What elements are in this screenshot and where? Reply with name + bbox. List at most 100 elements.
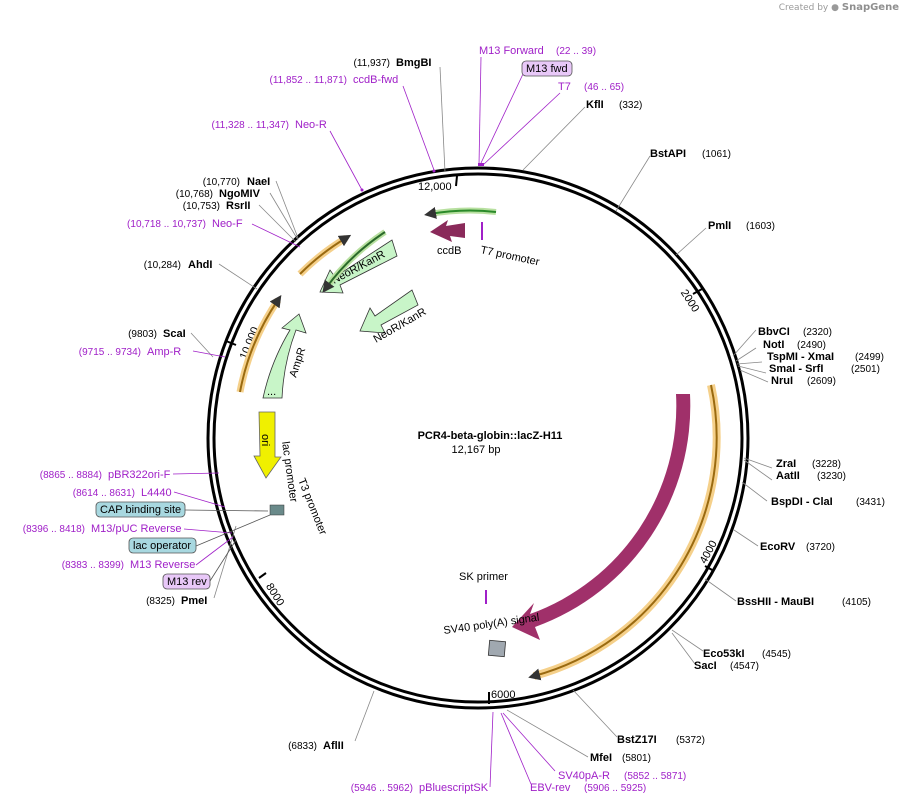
site-name-ahdi: AhdI: [188, 259, 212, 271]
primer-pos-amp-r: (9715 .. 9734): [79, 347, 141, 358]
site-pos-ahdi: (10,284): [144, 260, 181, 271]
site-name-kfli: KflI: [586, 99, 604, 111]
site-pos-smai: (2501): [851, 364, 880, 375]
site-pos-naei: (10,770): [203, 177, 240, 188]
ruler-tick-6000: 6000: [491, 689, 515, 701]
primer-name-neo-r: Neo-R: [295, 119, 327, 131]
m13-fwd-box[interactable]: [521, 60, 573, 77]
ampr-ellipsis: ...: [267, 386, 276, 398]
site-name-aatii: AatII: [776, 470, 800, 482]
lac-features-cluster: [269, 504, 285, 516]
sk-primer-label: SK primer: [459, 571, 508, 583]
site-pos-tspmi: (2499): [855, 352, 884, 363]
ccdb-feature[interactable]: [430, 220, 465, 242]
lacz-orange-arc: [532, 384, 721, 680]
site-name-rsrii: RsrII: [226, 200, 250, 212]
plasmid-name: PCR4-beta-globin::lacZ-H11: [418, 430, 563, 442]
primer-pos-neo-f: (10,718 .. 10,737): [127, 219, 206, 230]
site-pos-mfei: (5801): [622, 753, 651, 764]
primer-pos-sv40pa-r: (5852 .. 5871): [624, 771, 686, 782]
site-labels: (11,937) BmgBI KflI (332) BstAPI (1061) …: [128, 57, 885, 764]
t7-promoter-label: T7 promoter: [479, 244, 540, 268]
m13-rev-box[interactable]: [162, 573, 211, 590]
site-pos-bmgbi: (11,937): [353, 58, 390, 69]
site-pos-zrai: (3228): [812, 459, 841, 470]
site-pos-bstz17i: (5372): [676, 735, 705, 746]
snapgene-watermark: Created by ● SnapGene: [779, 2, 899, 13]
site-pos-eco53ki: (4545): [762, 649, 791, 660]
plasmid-length: 12,167 bp: [452, 444, 501, 456]
neor-kanr-feature-2[interactable]: [359, 289, 419, 334]
lac-operator-label: lac operator: [133, 540, 191, 552]
site-name-aflii: AflII: [323, 740, 344, 752]
site-pos-ngomiv: (10,768): [176, 189, 213, 200]
ampr-feature[interactable]: [262, 313, 307, 399]
primer-pos-neo-r: (11,328 .. 11,347): [212, 120, 289, 131]
primer-pos-m13-forward: (22 .. 39): [556, 46, 596, 57]
primer-pos-ebv-rev: (5906 .. 5925): [584, 783, 646, 794]
site-pos-aflii: (6833): [288, 741, 317, 752]
primer-name-ccdb-fwd: ccdB-fwd: [353, 74, 398, 86]
site-name-bstz17i: BstZ17I: [617, 734, 657, 746]
lacz-label: lacZ: [647, 537, 667, 561]
primer-name-amp-r: Amp-R: [147, 346, 181, 358]
site-name-ngomiv: NgoMIV: [219, 188, 261, 200]
site-pos-ecorv: (3720): [806, 542, 835, 553]
site-name-ecorv: EcoRV: [760, 541, 796, 553]
site-leaders: [190, 66, 773, 758]
site-pos-kfli: (332): [619, 100, 642, 111]
site-pos-scai: (9803): [128, 329, 157, 340]
site-pos-bbvci: (2320): [803, 327, 832, 338]
snapgene-logo-icon: ●: [831, 3, 839, 13]
site-name-eco53ki: Eco53kI: [703, 648, 745, 660]
watermark-prefix: Created by: [778, 3, 829, 13]
primer-pos-l4440: (8614 .. 8631): [73, 488, 135, 499]
primer-name-pbr322ori-f: pBR322ori-F: [108, 469, 171, 481]
site-name-noti: NotI: [763, 339, 784, 351]
primer-name-pbluescriptsk: pBluescriptSK: [419, 782, 489, 794]
lac-operator-box[interactable]: [128, 537, 197, 554]
site-pos-bstapi: (1061): [702, 149, 731, 160]
watermark-brand: SnapGene: [841, 2, 899, 13]
site-name-nrui: NruI: [771, 375, 793, 387]
site-pos-saci: (4547): [730, 661, 759, 672]
primer-name-t7: T7: [558, 81, 571, 93]
backbone-outer: [206, 166, 750, 710]
site-pos-bspdi: (3431): [856, 497, 885, 508]
site-pos-noti: (2490): [797, 340, 826, 351]
ccdb-label: ccdB: [437, 245, 461, 257]
primer-name-m13-reverse: M13 Reverse: [130, 559, 195, 571]
site-pos-rsrii: (10,753): [183, 201, 220, 212]
site-pos-aatii: (3230): [817, 471, 846, 482]
site-name-zrai: ZraI: [776, 458, 796, 470]
primer-leaders: [172, 56, 561, 788]
site-name-smai: SmaI - SrfI: [769, 363, 823, 375]
site-name-tspmi: TspMI - XmaI: [767, 351, 834, 363]
sv40-feature[interactable]: [487, 639, 507, 658]
primer-name-l4440: L4440: [141, 487, 172, 499]
site-name-pmei: PmeI: [181, 595, 207, 607]
site-name-bbvci: BbvCI: [758, 326, 790, 338]
site-name-naei: NaeI: [247, 176, 270, 188]
backbone-inner: [212, 172, 744, 704]
site-name-bsshii: BssHII - MauBI: [737, 596, 814, 608]
ampr-label: AmpR: [287, 346, 308, 379]
primer-name-neo-f: Neo-F: [212, 218, 243, 230]
lac-promoter-label: lac promoter: [279, 441, 299, 504]
cap-binding-site-label: CAP binding site: [100, 504, 181, 516]
ori-feature[interactable]: [253, 411, 282, 479]
primer-name-sv40pa-r: SV40pA-R: [558, 770, 610, 782]
site-name-bstapi: BstAPI: [650, 148, 686, 160]
primer-pos-ccdb-fwd: (11,852 .. 11,871): [270, 75, 347, 86]
primer-pos-pbluescriptsk: (5946 .. 5962): [351, 783, 413, 794]
t3-promoter-label: T3 promoter: [295, 477, 329, 537]
site-pos-pmei: (8325): [146, 596, 175, 607]
cap-binding-site-box[interactable]: [95, 501, 186, 518]
site-pos-pmli: (1603): [746, 221, 775, 232]
lacz-feature[interactable]: [512, 394, 691, 640]
ruler-tick-12000: 12,000: [418, 181, 452, 193]
site-name-scai: ScaI: [163, 328, 186, 340]
site-pos-nrui: (2609): [807, 376, 836, 387]
primer-pos-m13-puc-reverse: (8396 .. 8418): [23, 524, 85, 535]
